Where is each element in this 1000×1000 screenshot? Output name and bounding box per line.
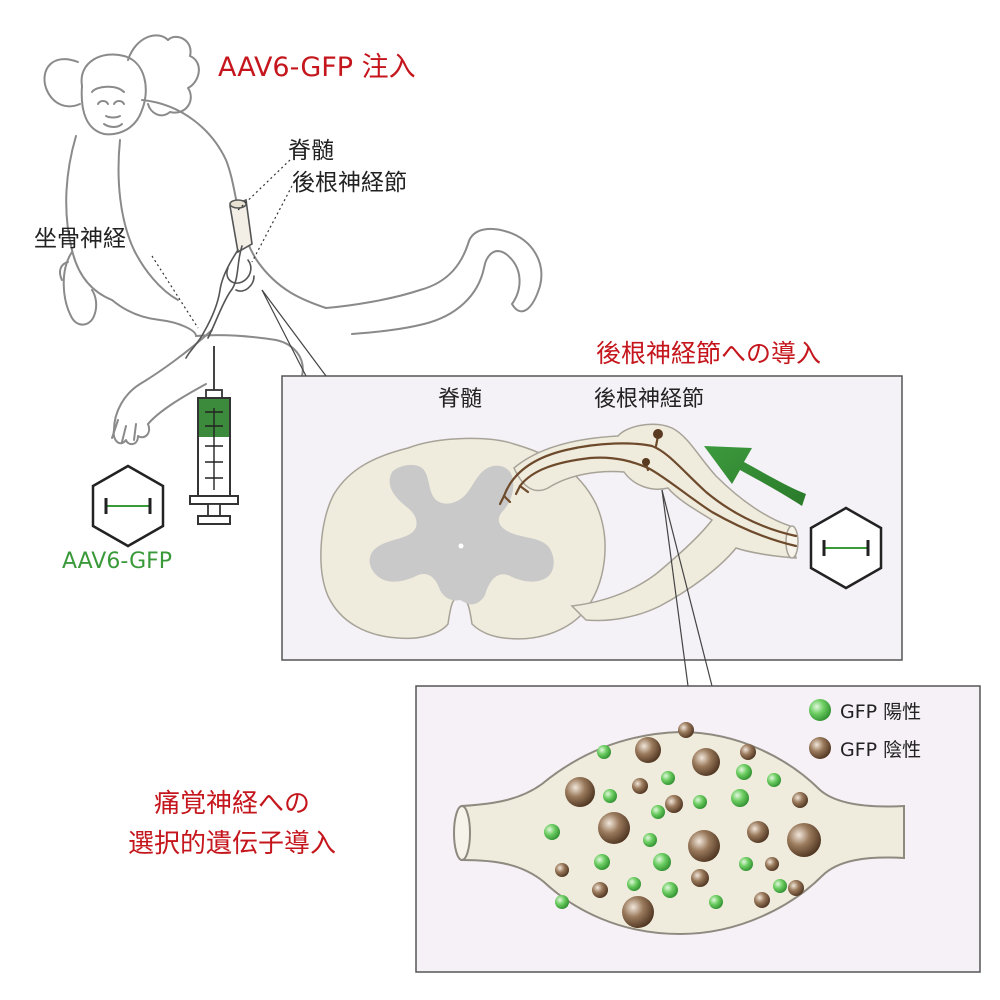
- gfp-negative-cell: [765, 857, 779, 871]
- gfp-negative-cell: [754, 892, 770, 908]
- gfp-negative-cell: [592, 882, 608, 898]
- gfp-positive-cell: [662, 882, 678, 898]
- zoom-lines: [661, 489, 713, 687]
- legend-negative-label: GFP 陰性: [840, 739, 921, 761]
- gfp-negative-cell: [691, 869, 709, 887]
- conclusion-line1: 痛覚神経への: [154, 789, 310, 819]
- neuron-soma: [653, 429, 663, 439]
- gfp-negative-cell: [747, 821, 769, 843]
- gfp-positive-cell: [661, 771, 675, 785]
- panel-title: 後根神経節への導入: [596, 339, 821, 368]
- gfp-positive-cell: [643, 833, 657, 847]
- panel-drg-label: 後根神経節: [594, 387, 704, 412]
- gfp-negative-cell: [740, 744, 756, 760]
- gfp-negative-cell: [788, 880, 804, 896]
- sciatic-nerve-label: 坐骨神経: [34, 226, 126, 252]
- gfp-positive-cell: [627, 877, 641, 891]
- gfp-negative-cell: [792, 792, 808, 808]
- spinal-cord-label: 脊髄: [288, 138, 334, 164]
- gfp-positive-cell: [653, 853, 671, 871]
- gfp-positive-cell: [767, 773, 781, 787]
- gfp-positive-cell: [597, 745, 611, 759]
- gfp-positive-cell: [544, 824, 560, 840]
- legend-positive-label: GFP 陽性: [840, 701, 921, 723]
- gfp-positive-cell: [555, 895, 569, 909]
- hexagon-virus-icon: [809, 506, 883, 590]
- panel-spinal-cord-label: 脊髄: [438, 387, 482, 412]
- gfp-positive-cell: [736, 764, 752, 780]
- gfp-positive-cell: [693, 795, 707, 809]
- gfp-negative-cell: [665, 795, 683, 813]
- gfp-negative-cell: [622, 896, 654, 928]
- injection-title: AAV6-GFP 注入: [218, 52, 416, 83]
- legend-negative-marker: [809, 737, 831, 759]
- gfp-negative-cell: [565, 777, 595, 807]
- syringe-icon: [189, 346, 239, 525]
- gfp-negative-cell: [635, 737, 661, 763]
- gfp-negative-cell: [555, 863, 569, 877]
- gfp-positive-cell: [651, 805, 665, 819]
- conclusion-line2: 選択的遺伝子導入: [128, 829, 336, 859]
- vector-label: AAV6-GFP: [62, 549, 172, 574]
- nerve-illustration: [185, 198, 255, 359]
- gfp-cells: [544, 722, 821, 928]
- neuron-soma: [642, 458, 650, 466]
- gfp-negative-cell: [692, 748, 720, 776]
- gfp-negative-cell: [678, 722, 694, 738]
- legend-positive-marker: [809, 699, 831, 721]
- hexagon-virus-icon: [91, 464, 165, 548]
- gfp-positive-cell: [709, 895, 723, 909]
- gfp-positive-cell: [603, 789, 617, 803]
- curved-arrow-icon: [704, 446, 806, 506]
- gfp-positive-cell: [739, 857, 753, 871]
- drg-label: 後根神経節: [292, 170, 407, 196]
- gfp-positive-cell: [594, 854, 610, 870]
- gfp-negative-cell: [688, 830, 720, 862]
- callout-lines: [261, 289, 327, 377]
- neuron-fibers: [498, 434, 798, 548]
- gfp-positive-cell: [773, 879, 787, 893]
- gfp-negative-cell: [598, 812, 630, 844]
- gfp-positive-cell: [731, 789, 749, 807]
- leader-lines: [151, 159, 293, 329]
- gfp-negative-cell: [787, 823, 821, 857]
- gfp-negative-cell: [632, 778, 648, 794]
